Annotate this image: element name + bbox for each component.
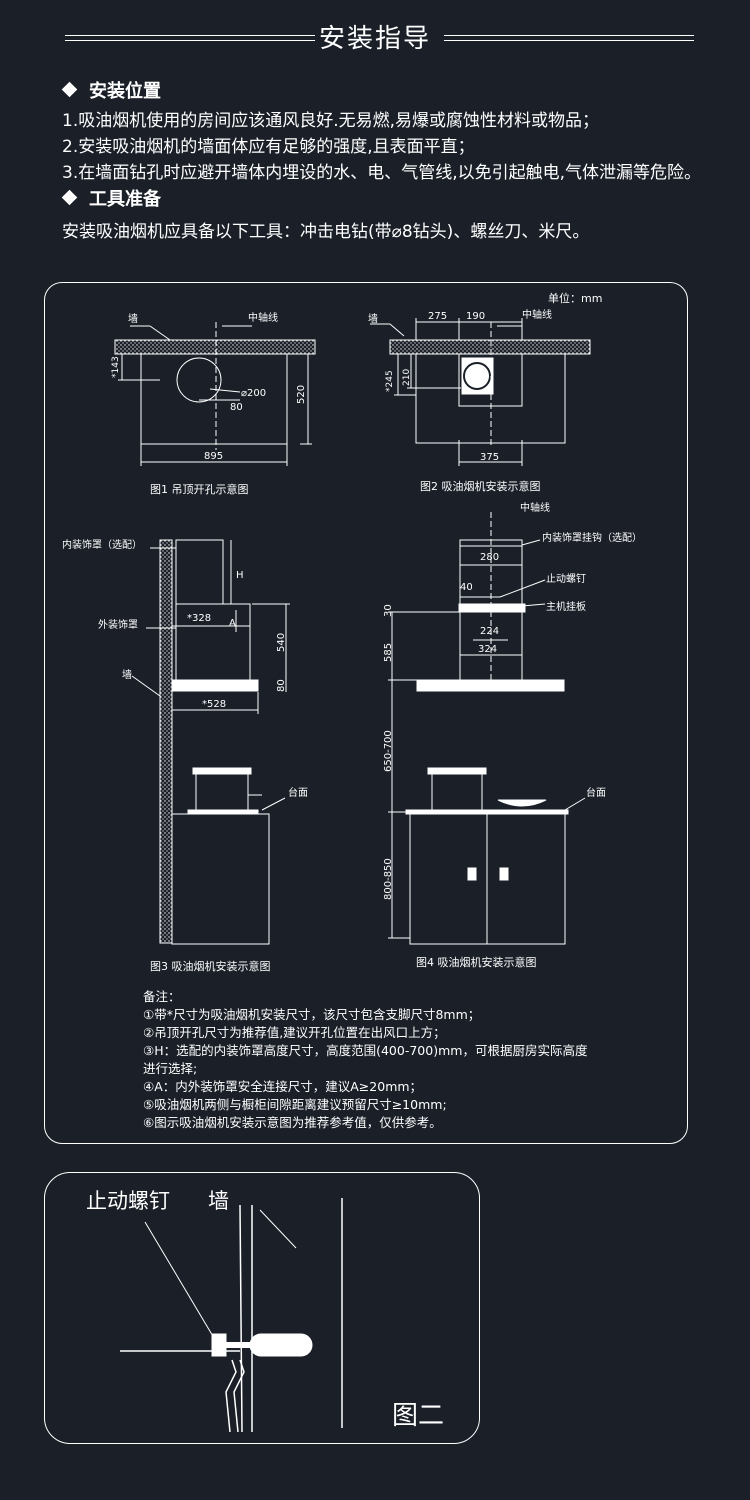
section-heading-text: 安装位置 [89,81,161,102]
title-rule-left [65,35,315,41]
install-item-2: 2.安装吸油烟机的墙面体应有足够的强度,且表面平直； [62,137,475,157]
fig1-dim-200: ⌀200 [241,388,266,399]
fig4-wok [497,799,547,807]
tools-text: 安装吸油烟机应具备以下工具：冲击电钻(带⌀8钻头)、螺丝刀、米尺。 [62,222,590,242]
fig4-pot [431,771,483,811]
detail-caption: 图二 [392,1401,444,1431]
fig3-wall [159,539,173,944]
fig1-dim-520: 520 [296,385,307,404]
fig1-ceiling-hole [114,322,316,466]
fig1-dim-80: 80 [230,402,243,413]
fig1-caption: 图1 吊顶开孔示意图 [150,482,249,496]
detail-wall-label: 墙 [208,1189,229,1213]
detail-screw-diagram [120,1198,343,1433]
fig1-hole-circle [176,357,222,403]
fig4-dim-40: 40 [460,582,473,593]
page-title: 安装指导 [318,24,431,54]
fig3-pot [195,771,249,811]
fig4-counter-label: 台面 [586,786,606,799]
detail-panel [44,1172,480,1444]
fig1-dim-895: 895 [204,451,223,462]
fig4-dim-585: 585 [383,643,394,662]
fig3-side-install [131,539,290,945]
fig4-dim-800: 800-850 [383,858,394,900]
note-3: ③H：选配的内装饰罩高度尺寸，高度范围(400-700)mm，可根据厨房实际高度 [143,1043,588,1058]
install-item-1: 1.吸油烟机使用的房间应该通风良好.无易燃,易爆或腐蚀性材料或物品； [62,111,600,131]
install-item-3: 3.在墙面钻孔时应避开墙体内埋设的水、电、气管线,以免引起触电,气体泄漏等危险。 [62,163,702,183]
fig2-ceiling [389,339,591,355]
notes-title: 备注： [143,989,181,1004]
fig4-dim-30: 30 [383,604,394,617]
detail-screw-label: 止动螺钉 [86,1189,170,1213]
note-4: ④A：内外装饰罩安全连接尺寸，建议A≥20mm； [143,1079,423,1094]
title-rule-right [444,35,694,41]
fig3-inner-cover-label: 内装饰罩（选配） [62,538,142,551]
detail-wall-line [239,1204,243,1433]
fig3-wall-label: 墙 [122,668,132,681]
fig1-ceiling [114,339,316,355]
fig4-mount-plate [458,603,526,613]
fig4-plate-label: 主机挂板 [546,600,586,613]
fig4-front-install [388,512,586,945]
fig4-axis-label: 中轴线 [520,501,550,514]
note-6: ⑥图示吸油烟机安装示意图为推荐参考值，仅供参考。 [143,1115,442,1130]
fig2-dim-375: 375 [480,452,499,463]
fig1-wall-label: 墙 [128,312,138,325]
fig3-outer-cover-label: 外装饰罩 [98,618,138,631]
fig1-hood-outline [140,353,288,445]
fig3-dim-528: *528 [202,699,226,710]
fig3-cabinet [171,813,270,945]
fig3-caption: 图3 吸油烟机安装示意图 [150,959,271,973]
fig2-dim-245: *245 [385,370,395,392]
fig3-a-label: A [229,618,236,629]
fig4-dim-280: 280 [480,552,499,563]
fig1-dim-143: *143 [111,356,121,378]
notes-block: 备注： ①带*尺寸为吸油烟机安装尺寸，该尺寸包含支脚尺寸8mm； ②吊顶开孔尺寸… [143,988,587,1132]
fig2-dim-210: 210 [402,369,412,386]
fig4-hook-label: 内装饰罩挂钩（选配） [542,531,642,544]
fig4-dim-224: 224 [480,626,499,637]
fig3-hood-body [171,679,259,692]
note-3-cont: 进行选择; [143,1061,198,1076]
fig2-hood-install [370,318,591,466]
fig1-axis-label: 中轴线 [248,311,278,324]
fig4-dim-650: 650-700 [383,730,394,772]
note-5: ⑤吸油烟机两侧与橱柜间隙距离建议预留尺寸≥10mm; [143,1097,447,1112]
section-heading-text: 工具准备 [89,189,161,210]
fig4-caption: 图4 吸油烟机安装示意图 [416,955,537,969]
fig2-wall-label: 墙 [368,312,378,325]
note-2: ②吊顶开孔尺寸为推荐值,建议开孔位置在出风口上方； [143,1025,446,1040]
fig4-dim-324: 324 [478,644,497,655]
fig3-dim-328: *328 [187,613,211,624]
header: 安装指导 [0,0,750,70]
fig2-axis-label: 中轴线 [522,308,552,321]
fig3-h-label: H [236,570,244,581]
fig3-inner-cover [175,539,224,605]
fig3-counter-label: 台面 [288,786,308,799]
fig3-dim-540: 540 [276,633,287,652]
unit-label: 单位：mm [548,291,602,305]
diagram-panel [44,282,688,1144]
fig4-screw-label: 止动螺钉 [546,573,586,585]
section-install-position-heading: 安装位置 [61,77,161,103]
section-tools-heading: 工具准备 [61,185,161,211]
fig2-dim-190: 190 [466,311,485,322]
fig2-dim-275: 275 [428,311,447,322]
fig3-dim-80: 80 [276,679,287,692]
fig2-caption: 图2 吸油烟机安装示意图 [420,479,541,493]
note-1: ①带*尺寸为吸油烟机安装尺寸，该尺寸包含支脚尺寸8mm； [143,1007,481,1022]
fig2-hole [463,362,491,390]
